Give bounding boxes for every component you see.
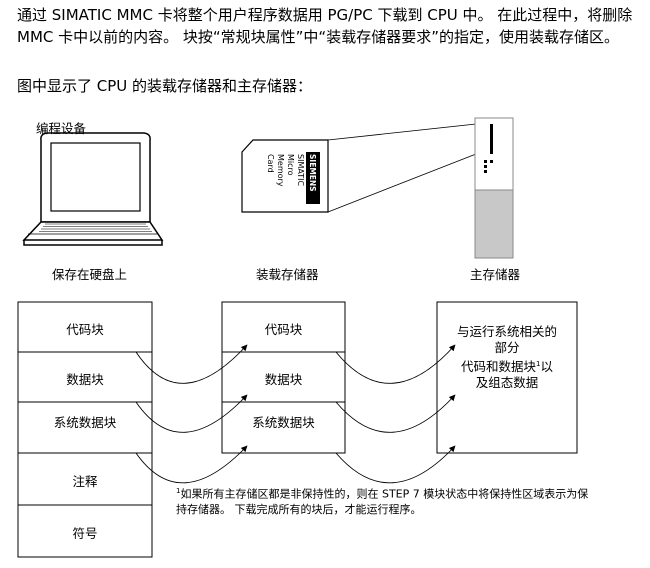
footnote-text: 如果所有主存储区都是非保持性的，则在 STEP 7 模块状态中将保持性区域表示为…: [176, 487, 589, 516]
transfer-arrow: [335, 445, 456, 484]
middle-block-column: [221, 301, 346, 454]
main-memory-box: [436, 301, 578, 454]
middle-block-code: 代码块: [264, 322, 303, 337]
footnote: 1如果所有主存储区都是非保持性的，则在 STEP 7 模块状态中将保持性区域表示…: [176, 484, 596, 517]
transfer-arrow: [335, 344, 456, 384]
footnote-mark: 1: [176, 487, 181, 495]
main-memory-line-3: 代码和数据块1以: [461, 359, 553, 375]
transfer-arrow: [135, 394, 248, 433]
perspective-line: [327, 153, 477, 213]
transfer-arrow: [335, 394, 456, 433]
mmc-line-3: Memory: [276, 154, 285, 187]
left-block-symbols: 符号: [72, 526, 98, 541]
left-block-code: 代码块: [66, 322, 104, 337]
cpu-module-icon: [474, 117, 514, 259]
left-block-data: 数据块: [66, 372, 104, 387]
main-memory-line-1: 与运行系统相关的: [456, 324, 557, 339]
mmc-line-1: SIMATIC: [296, 154, 305, 186]
transfer-arrow: [135, 344, 248, 384]
middle-block-system-data: 系统数据块: [252, 415, 315, 430]
left-block-column: [17, 301, 153, 558]
saved-on-disk-label: 保存在硬盘上: [52, 267, 128, 282]
mmc-card-icon: SIEMENS SIMATIC Micro Memory Card: [241, 139, 329, 213]
main-memory-label: 主存储器: [470, 267, 521, 282]
left-block-comments: 注释: [72, 474, 98, 489]
transfer-arrow: [135, 445, 248, 484]
footnote-ref: 1: [536, 360, 541, 368]
programming-device-label: 编程设备: [36, 121, 87, 136]
mmc-brand: SIEMENS: [308, 154, 317, 192]
main-memory-line-2: 部分: [494, 340, 520, 355]
laptop-icon: [22, 132, 164, 246]
perspective-line: [327, 123, 477, 141]
main-memory-description: 与运行系统相关的 部分 代码和数据块1以 及组态数据: [437, 324, 577, 391]
middle-block-data: 数据块: [264, 372, 303, 387]
load-memory-label: 装载存储器: [256, 267, 319, 282]
figure-caption: 图中显示了 CPU 的装载存储器和主存储器：: [17, 77, 313, 95]
mmc-line-4: Card: [266, 154, 275, 173]
mmc-line-2: Micro: [286, 154, 295, 176]
main-memory-line-4: 及组态数据: [475, 375, 539, 391]
intro-paragraph: 通过 SIMATIC MMC 卡将整个用户程序数据用 PG/PC 下载到 CPU…: [17, 6, 633, 46]
left-block-system-data: 系统数据块: [53, 415, 117, 430]
